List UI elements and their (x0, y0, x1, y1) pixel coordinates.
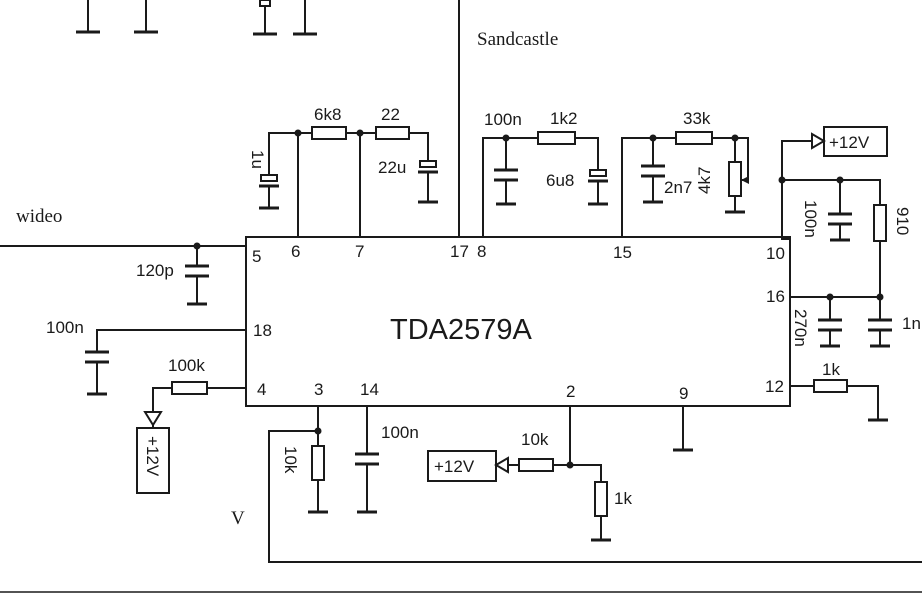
cap-6u8-label: 6u8 (546, 171, 574, 190)
ic-tda2579a-body (245, 236, 791, 407)
pin-18-label: 18 (253, 321, 272, 340)
pin-17-label: 17 (450, 242, 469, 261)
pin8-network: 100n 1k2 6u8 (482, 109, 608, 238)
pin5-video-input: 120p wideo (0, 206, 247, 306)
pin15-network: 33k 2n7 4k7 (621, 109, 749, 238)
res-100k-label: 100k (168, 356, 205, 375)
cap-270n-label: 270n (791, 309, 810, 347)
pin2-network: +12V 10k 1k (427, 405, 632, 542)
pin-8-label: 8 (477, 242, 486, 261)
res-1k2-label: 1k2 (550, 109, 577, 128)
cap-100n-pin18-label: 100n (46, 318, 84, 337)
pin10-supply-network: +12V 100n 910 (778, 126, 912, 298)
pin4-pullup: +12V 100k (136, 356, 247, 494)
pin-16-label: 16 (766, 287, 785, 306)
pin16-network: 270n 1n (789, 293, 921, 348)
pin-15-label: 15 (613, 243, 632, 262)
res-22-label: 22 (381, 105, 400, 124)
pin-3-label: 3 (314, 380, 323, 399)
res-1k-pin12-label: 1k (822, 360, 840, 379)
supply-12v-pin4: +12V (143, 436, 162, 477)
cap-22u-label: 22u (378, 158, 406, 177)
res-10k-pin3-label: 10k (281, 446, 300, 474)
pin9-ground (673, 405, 693, 452)
pin-7-label: 7 (355, 242, 364, 261)
cap-100n-pin8-label: 100n (484, 110, 522, 129)
cap-1n-label: 1n (902, 314, 921, 333)
pin14-network: 100n (355, 405, 419, 514)
ic-name: TDA2579A (390, 314, 533, 346)
cap-2n7-label: 2n7 (664, 178, 692, 197)
v-signal-label: V (231, 508, 245, 529)
res-10k-pin2-label: 10k (521, 430, 549, 449)
cap-100n-pin14-label: 100n (381, 423, 419, 442)
res-910-label: 910 (893, 207, 912, 235)
supply-12v-pin2: +12V (434, 457, 475, 476)
pin-9-label: 9 (679, 384, 688, 403)
pin-2-label: 2 (566, 382, 575, 401)
pin-14-label: 14 (360, 380, 379, 399)
cap-1u-label: 1u (248, 150, 267, 169)
pin6-7-network: 1u 22u 6k8 22 (248, 105, 438, 238)
pin-5-label: 5 (252, 247, 261, 266)
sandcastle-signal-label: Sandcastle (477, 29, 558, 50)
pin12-network: 1k (789, 360, 888, 422)
cap-120p-label: 120p (136, 261, 174, 280)
pin18-decoupling: 100n (46, 318, 247, 396)
pin3-network: 10k V (231, 405, 922, 563)
supply-12v-pin10: +12V (829, 133, 870, 152)
pin-12-label: 12 (765, 377, 784, 396)
res-6k8-label: 6k8 (314, 105, 341, 124)
video-signal-label: wideo (16, 206, 62, 227)
pin-10-label: 10 (766, 244, 785, 263)
res-33k-label: 33k (683, 109, 711, 128)
pin-6-label: 6 (291, 242, 300, 261)
pin-4-label: 4 (257, 380, 266, 399)
pin-numbers: 5 6 7 17 8 15 10 16 18 4 3 14 2 9 12 (252, 242, 785, 403)
res-1k-pin2-label: 1k (614, 489, 632, 508)
pot-4k7-label: 4k7 (695, 167, 714, 194)
pin17-sandcastle: Sandcastle (458, 0, 558, 238)
cap-100n-pin10-label: 100n (801, 200, 820, 238)
top-partial-components (76, 0, 317, 36)
